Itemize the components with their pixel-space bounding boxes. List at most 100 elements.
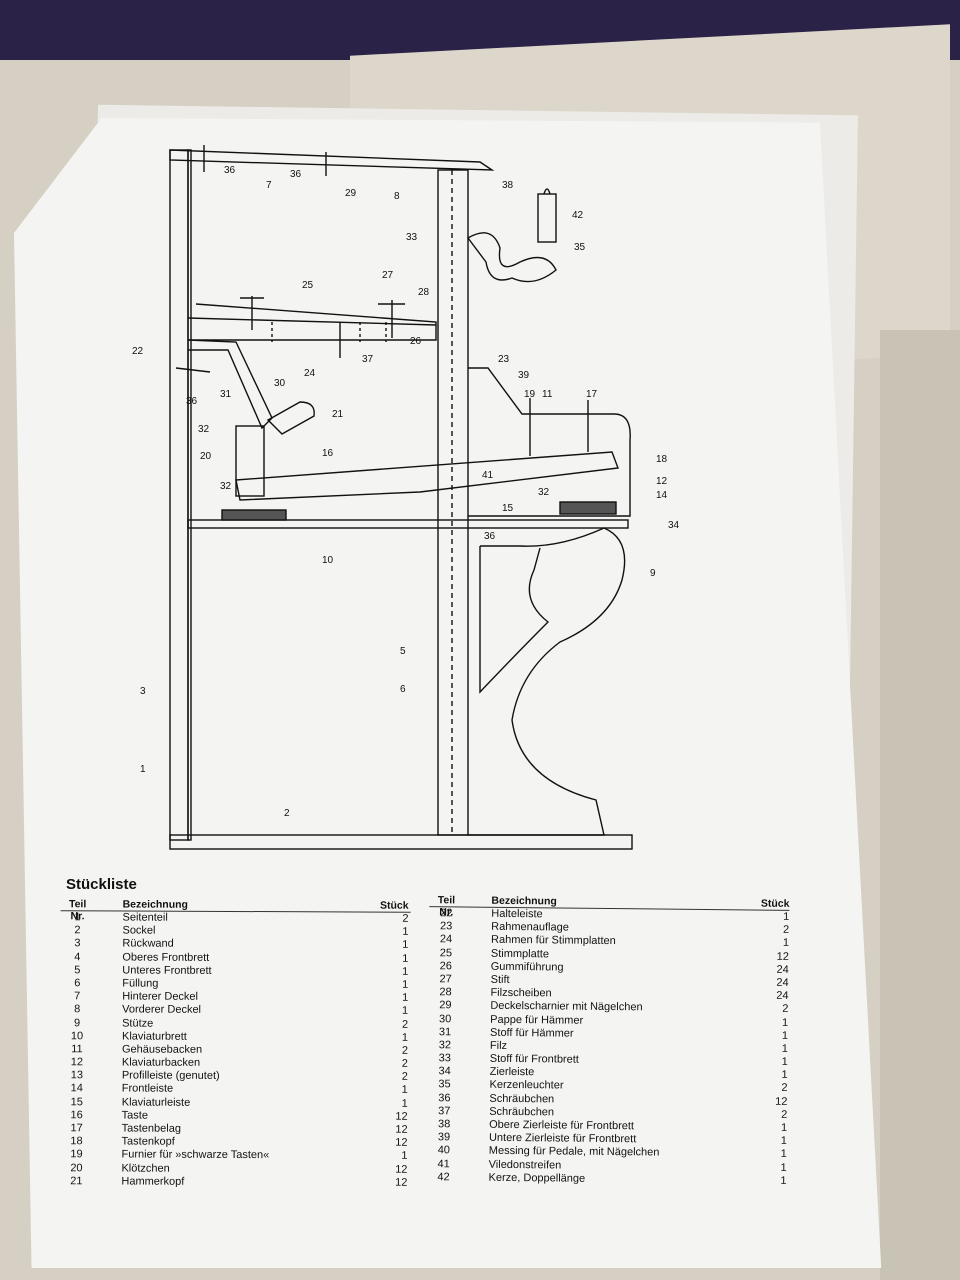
part-quantity: 1 [402,952,409,965]
part-number: 32 [438,1039,452,1052]
lid-part [169,149,495,171]
part-designation: Schräubchen [489,1105,555,1119]
part-number: 35 [438,1078,451,1091]
part-designation: Klötzchen [121,1162,170,1175]
part-designation: Füllung [122,977,159,990]
part-number: 12 [70,1056,84,1069]
support-part [468,527,626,836]
part-callout: 6 [400,684,406,695]
part-callout: 37 [362,354,374,365]
part-number: 10 [70,1029,84,1043]
part-designation: Furnier für »schwarze Tasten« [121,1148,270,1162]
part-callout: 36 [484,531,496,542]
part-quantity: 1 [402,978,409,991]
part-number: 41 [437,1157,450,1170]
part-quantity: 24 [776,989,789,1003]
part-quantity: 1 [401,1097,408,1110]
part-quantity: 1 [780,1174,787,1187]
part-callout: 12 [656,476,668,487]
part-callout: 32 [198,424,210,435]
part-quantity: 12 [395,1123,408,1136]
base-part [169,834,633,850]
part-callout: 36 [224,165,236,176]
part-number: 30 [439,1012,452,1025]
part-callout: 41 [482,470,494,481]
candle-part [537,193,557,243]
part-designation: Stütze [122,1016,154,1030]
part-designation: Rückwand [122,937,174,951]
part-number: 3 [74,937,81,950]
part-quantity: 12 [395,1110,408,1123]
part-designation: Kerze, Doppellänge [488,1171,586,1185]
part-number: 34 [438,1065,451,1078]
part-number: 36 [438,1091,451,1104]
part-number: 39 [437,1131,451,1144]
part-quantity: 2 [401,1070,408,1083]
part-quantity: 12 [775,1095,788,1108]
part-designation: Sockel [122,924,156,937]
part-designation: Unteres Frontbrett [122,964,212,977]
part-designation: Zierleiste [489,1066,535,1079]
part-quantity: 1 [401,1084,408,1097]
part-number: 8 [74,1003,81,1016]
part-callout: 17 [586,389,598,400]
part-number: 31 [438,1025,452,1039]
part-callout: 18 [656,454,668,465]
felt-strip [221,509,287,521]
part-callout: 14 [656,490,668,501]
part-number: 26 [439,959,452,973]
part-quantity: 1 [783,910,790,923]
hammer-holder-part [187,339,273,430]
part-callout: 19 [524,389,536,400]
box-side [880,330,960,1280]
part-number: 33 [438,1052,451,1065]
part-quantity: 1 [402,939,409,952]
part-designation: Filz [489,1039,508,1052]
part-quantity: 2 [401,1044,408,1057]
part-callout: 3 [140,686,146,697]
part-number: 9 [74,1016,81,1029]
part-callout: 22 [132,346,144,357]
part-quantity: 2 [401,1057,408,1070]
part-designation: Stoff für Hämmer [490,1026,574,1040]
part-number: 16 [70,1109,83,1122]
part-quantity: 2 [402,912,409,925]
part-quantity: 1 [402,925,409,938]
block-part [235,425,265,497]
part-callout: 7 [266,180,272,191]
part-designation: Untere Zierleiste für Frontbrett [488,1131,637,1146]
part-quantity: 12 [395,1176,408,1189]
part-number: 29 [439,999,452,1012]
part-designation: Profilleiste (genutet) [121,1069,220,1083]
part-quantity: 1 [781,1042,788,1055]
part-callout: 21 [332,409,344,420]
part-quantity: 2 [782,1003,789,1016]
part-quantity: 1 [782,1016,789,1029]
part-callout: 32 [220,481,232,492]
part-designation: Halteleiste [491,907,543,921]
part-quantity: 12 [395,1136,408,1149]
part-quantity: 1 [401,1005,409,1018]
part-callout: 2 [284,808,290,819]
part-designation: Oberes Frontbrett [122,951,210,964]
part-designation: Vorderer Deckel [122,1003,202,1017]
part-callout: 30 [274,378,286,389]
part-callout: 1 [140,764,146,775]
part-callout: 29 [345,188,357,199]
parts-list-title: Stückliste [66,876,137,893]
part-callout: 33 [406,232,418,243]
part-quantity: 1 [780,1161,787,1174]
col-designation: Bezeichnung [122,898,188,911]
part-callout: 9 [650,568,656,579]
part-callout: 38 [502,180,514,191]
part-callout: 25 [302,280,314,291]
part-callout: 16 [322,448,334,459]
part-number: 4 [74,950,81,963]
part-callout: 24 [304,368,316,379]
part-designation: Hammerkopf [121,1175,185,1188]
part-quantity: 1 [401,1031,409,1044]
case-cheek-part [468,367,631,517]
candle-holder-part [466,232,557,283]
